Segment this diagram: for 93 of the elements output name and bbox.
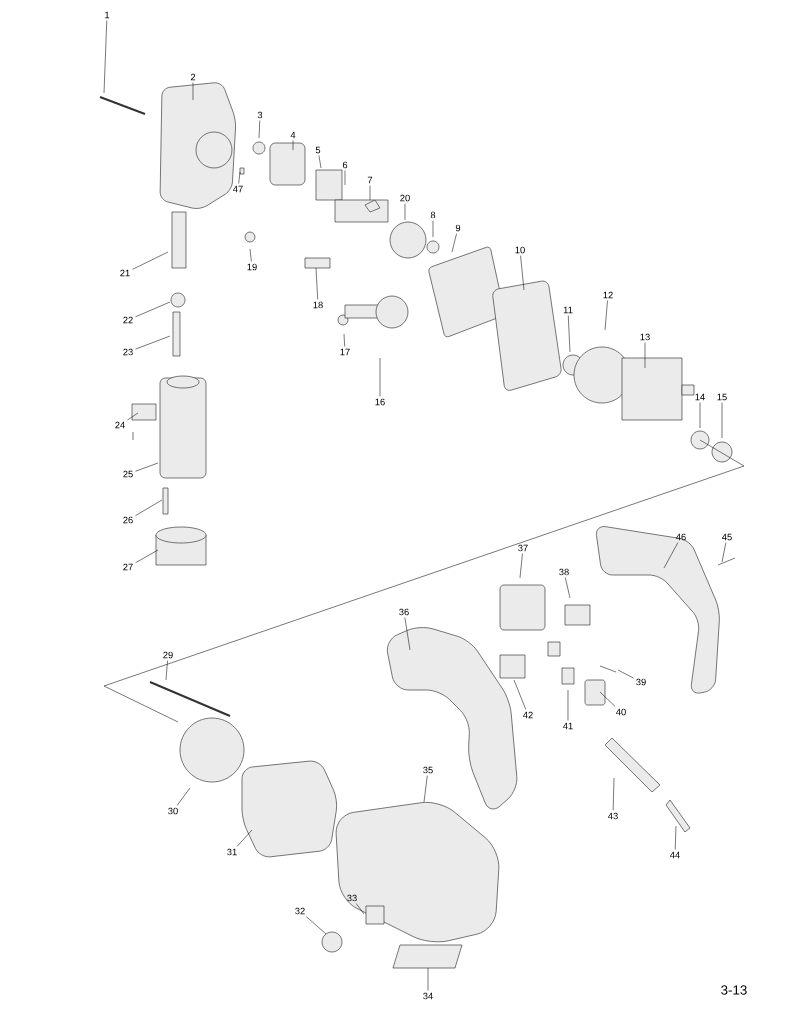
page-number: 3-13 bbox=[721, 985, 747, 995]
leader-line bbox=[135, 301, 171, 318]
leader-line bbox=[369, 185, 371, 201]
leader-line bbox=[432, 220, 434, 238]
callout-number: 31 bbox=[227, 848, 237, 856]
leader-line bbox=[132, 251, 169, 270]
callout-number: 8 bbox=[430, 211, 436, 219]
callout-number: 6 bbox=[342, 161, 348, 169]
leader-line bbox=[318, 155, 322, 169]
callout-number: 7 bbox=[367, 176, 373, 184]
callout-number: 42 bbox=[523, 711, 533, 719]
leader-line bbox=[292, 140, 294, 151]
leader-line bbox=[192, 82, 194, 101]
callout-number: 32 bbox=[295, 907, 305, 915]
callout-number: 2 bbox=[190, 73, 196, 81]
leader-line bbox=[721, 402, 723, 439]
leader-line bbox=[721, 542, 727, 563]
callout-number: 33 bbox=[347, 894, 357, 902]
leader-line bbox=[451, 233, 457, 253]
callout-number: 29 bbox=[163, 651, 173, 659]
leader-line bbox=[427, 967, 429, 991]
leader-line bbox=[355, 903, 365, 915]
leader-line bbox=[599, 691, 616, 707]
leader-line bbox=[344, 170, 346, 186]
callout-number: 44 bbox=[670, 851, 680, 859]
leader-line bbox=[135, 499, 163, 516]
callout-number: 27 bbox=[123, 563, 133, 571]
leader-line bbox=[135, 335, 171, 350]
leader-line bbox=[699, 402, 701, 429]
callout-number: 11 bbox=[563, 306, 573, 314]
leader-line bbox=[343, 333, 345, 347]
leader-line bbox=[663, 542, 679, 569]
leader-line bbox=[567, 689, 569, 721]
callout-number: 12 bbox=[603, 291, 613, 299]
leader-line bbox=[127, 412, 139, 421]
callout-number: 21 bbox=[120, 269, 130, 277]
leader-line bbox=[315, 267, 318, 300]
callout-number: 15 bbox=[717, 393, 727, 401]
callout-number: 17 bbox=[340, 348, 350, 356]
leader-line bbox=[674, 825, 677, 850]
leader-line bbox=[404, 203, 406, 221]
callout-number: 5 bbox=[315, 146, 321, 154]
leader-line bbox=[236, 829, 253, 847]
leader-line bbox=[423, 775, 428, 803]
callout-number: 36 bbox=[399, 608, 409, 616]
leader-line bbox=[135, 462, 159, 472]
callout-number: 23 bbox=[123, 348, 133, 356]
leader-line bbox=[176, 787, 191, 806]
callout-number: 45 bbox=[722, 533, 732, 541]
leader-line bbox=[565, 577, 571, 599]
leader-line bbox=[404, 617, 411, 651]
leader-line bbox=[520, 255, 525, 291]
leader-line bbox=[258, 120, 261, 139]
leader-line bbox=[604, 300, 608, 331]
callout-number: 25 bbox=[123, 470, 133, 478]
callout-number: 41 bbox=[563, 722, 573, 730]
callout-number: 38 bbox=[559, 568, 569, 576]
callout-number: 34 bbox=[423, 992, 433, 1000]
callout-number: 3 bbox=[257, 111, 263, 119]
leader-line bbox=[612, 777, 615, 811]
callout-number: 20 bbox=[400, 194, 410, 202]
callout-number: 1 bbox=[105, 11, 110, 19]
callout-number: 13 bbox=[640, 333, 650, 341]
leader-line bbox=[103, 20, 108, 94]
leader-line bbox=[238, 171, 241, 184]
callout-number: 35 bbox=[423, 766, 433, 774]
leader-line bbox=[644, 342, 646, 369]
callout-number: 16 bbox=[375, 398, 385, 406]
leader-line bbox=[249, 248, 252, 262]
leader-line bbox=[306, 916, 327, 935]
callout-number: 18 bbox=[313, 301, 323, 309]
callout-number: 43 bbox=[608, 812, 618, 820]
callout-number: 24 bbox=[115, 421, 125, 429]
callout-number: 4 bbox=[290, 131, 296, 139]
leader-line bbox=[513, 679, 527, 710]
leader-line bbox=[617, 669, 634, 679]
callout-number: 47 bbox=[233, 185, 243, 193]
callout-number: 14 bbox=[695, 393, 705, 401]
leader-line bbox=[568, 315, 571, 353]
callout-number: 22 bbox=[123, 316, 133, 324]
leader-line bbox=[165, 660, 168, 681]
leader-line bbox=[135, 549, 159, 564]
leader-line bbox=[519, 553, 523, 579]
callout-number: 30 bbox=[168, 807, 178, 815]
callout-number: 19 bbox=[247, 263, 257, 271]
callout-number: 40 bbox=[616, 708, 626, 716]
callout-number: 37 bbox=[518, 544, 528, 552]
callout-number: 9 bbox=[455, 224, 461, 232]
callout-number: 46 bbox=[676, 533, 686, 541]
callout-number: 39 bbox=[636, 678, 646, 686]
leader-line bbox=[379, 357, 381, 397]
callout-number: 26 bbox=[123, 516, 133, 524]
callout-number: 10 bbox=[515, 246, 525, 254]
